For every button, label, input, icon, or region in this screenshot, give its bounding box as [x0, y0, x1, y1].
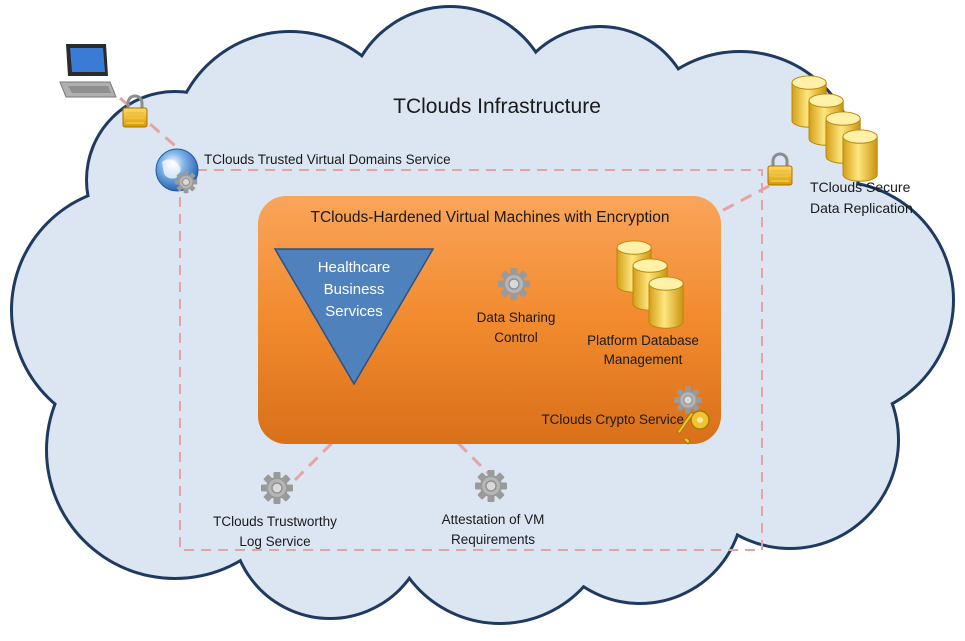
secure-replication-line1: TClouds Secure [810, 179, 911, 195]
gear-icon [474, 469, 508, 503]
laptop-icon [59, 44, 117, 98]
gear-icon [497, 267, 531, 301]
hardened-vm-title: TClouds-Hardened Virtual Machines with E… [311, 209, 670, 226]
healthcare-line2: Business [324, 281, 385, 298]
trusted-domain-boundary [179, 169, 763, 551]
globe-gear-icon [155, 148, 199, 194]
healthcare-line1: Healthcare [318, 259, 391, 276]
healthcare-triangle [273, 248, 435, 386]
secure-replication-line2: Data Replication [810, 200, 913, 216]
data-sharing-line1: Data Sharing [477, 310, 556, 325]
key-icon [676, 410, 710, 445]
crypto-service-label: TClouds Crypto Service [541, 412, 684, 427]
data-sharing-line2: Control [494, 330, 538, 345]
diagram-title: TClouds Infrastructure [393, 95, 601, 118]
database-icon [842, 129, 878, 182]
platform-db-line2: Management [604, 352, 683, 367]
gear-icon [260, 471, 294, 505]
platform-db-line1: Platform Database [587, 333, 699, 348]
attestation-line1: Attestation of VM [442, 512, 545, 527]
healthcare-line3: Services [325, 303, 383, 320]
trusted-domains-label: TClouds Trusted Virtual Domains Service [204, 152, 451, 167]
database-icon [648, 276, 684, 329]
trustworthy-log-line1: TClouds Trustworthy [213, 514, 337, 529]
attestation-line2: Requirements [451, 532, 535, 547]
trustworthy-log-line2: Log Service [239, 534, 310, 549]
gear-icon [673, 385, 703, 415]
